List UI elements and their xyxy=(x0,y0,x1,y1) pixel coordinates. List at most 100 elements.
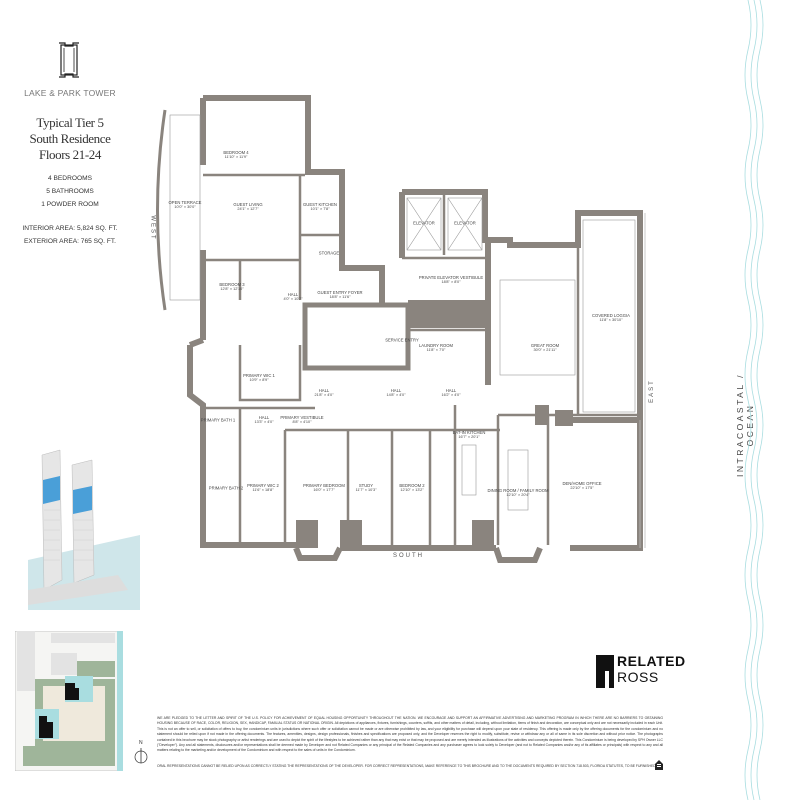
legal-disclaimer: WE ARE PLEDGED TO THE LETTER AND SPIRIT … xyxy=(157,716,663,753)
room-dimensions: 12'8" × 12'10" xyxy=(220,287,244,291)
room-name: LAUNDRY ROOM xyxy=(418,343,454,348)
room-name: PRIVATE ELEVATOR VESTIBULE xyxy=(418,275,484,280)
powder-room-count: 1 POWDER ROOM xyxy=(41,201,99,208)
room-name: BEDROOM 4 xyxy=(223,150,249,155)
related-ross-logo-mark xyxy=(596,655,614,688)
room-name: HALL xyxy=(287,292,299,297)
direction-east: EAST xyxy=(648,379,655,403)
area-summary: INTERIOR AREA: 5,824 SQ. FT. EXTERIOR AR… xyxy=(0,222,140,248)
room-name: HALL xyxy=(318,388,330,393)
room-name: EAT-IN KITCHEN xyxy=(452,430,486,435)
wall-block xyxy=(296,520,318,548)
plan-title-line: Floors 21-24 xyxy=(38,147,101,162)
room-dimensions: 10'0" × 30'0" xyxy=(174,205,196,209)
brand-monogram-icon xyxy=(59,42,79,78)
wall-block xyxy=(408,300,488,328)
room-dimensions: 21'8" × 4'0" xyxy=(314,393,334,397)
interior-wall xyxy=(402,195,580,415)
room-name: HALL xyxy=(258,415,270,420)
dining-table xyxy=(507,449,529,511)
direction-south: SOUTH xyxy=(393,553,424,559)
interior-area: INTERIOR AREA: 5,824 SQ. FT. xyxy=(22,225,118,232)
room-name: PRIMARY WIC 2 xyxy=(247,483,279,488)
room-name: HALL xyxy=(390,388,402,393)
room-label: PRIMARY BATH 1 xyxy=(201,418,235,423)
exterior-wall xyxy=(493,546,543,563)
room-dimensions: 13'3" × 4'0" xyxy=(254,420,274,424)
exterior-area: EXTERIOR AREA: 765 SQ. FT. xyxy=(24,238,116,245)
wall-block xyxy=(472,520,494,548)
room-label: STORAGE xyxy=(319,251,339,256)
room-name: BEDROOM 2 xyxy=(399,483,425,488)
plan-title: Typical Tier 5 South Residence Floors 21… xyxy=(0,115,140,163)
room-name: GUEST ENTRY FOYER xyxy=(317,290,363,295)
room-dimensions: 8'8" × 4'10" xyxy=(292,420,312,424)
north-arrow-icon: N xyxy=(134,740,148,764)
room-dimensions: 12'10" × 13'2" xyxy=(400,488,424,492)
great-room-rug xyxy=(499,279,576,376)
wall-block xyxy=(340,520,362,548)
room-dimensions: 18'8" × 11'6" xyxy=(329,295,351,299)
elevator-core-wall xyxy=(402,189,643,420)
room-dimensions: 16'0" × 17'7" xyxy=(313,488,335,492)
room-name: PRIMARY WIC 1 xyxy=(243,373,275,378)
room-dimensions: 11'8" × 7'0" xyxy=(426,348,446,352)
room-name: GREAT ROOM xyxy=(530,343,560,348)
room-name: GUEST LIVING xyxy=(233,202,263,207)
terrace-railing xyxy=(156,109,167,311)
plan-title-line: South Residence xyxy=(29,131,111,146)
water-waves-decoration xyxy=(744,0,764,800)
room-label: SERVICE ENTRY xyxy=(385,338,419,343)
room-dimensions: 11'10" × 11'9" xyxy=(224,155,248,159)
room-name: PRIMARY VESTIBULE xyxy=(280,415,324,420)
room-dimensions: 24'1" × 12'7" xyxy=(237,207,259,211)
loggia-paving xyxy=(582,219,636,413)
north-label: N xyxy=(139,740,143,746)
elevator-shaft xyxy=(447,197,483,251)
exterior-wall xyxy=(203,95,385,303)
room-dimensions: 10'1" × 7'8" xyxy=(310,207,330,211)
room-label: ELEVATOR xyxy=(454,221,476,226)
room-dimensions: 30'0" × 21'11" xyxy=(533,348,557,352)
room-dimensions: 11'6" × 18'8" xyxy=(252,488,274,492)
wall-block xyxy=(555,410,573,426)
room-name: ELEVATOR xyxy=(454,220,476,226)
room-name: PRIMARY BEDROOM xyxy=(303,483,345,488)
room-name: STUDY xyxy=(358,483,374,488)
brand-name: LAKE & PARK TOWER xyxy=(24,88,116,98)
room-dimensions: 12'10" × 20'4" xyxy=(506,493,530,497)
room-dimensions: 16'7" × 20'1" xyxy=(458,435,480,439)
room-dimensions: 16'2" × 4'0" xyxy=(441,393,461,397)
room-counts: 4 BEDROOMS 5 BATHROOMS 1 POWDER ROOM xyxy=(0,172,140,211)
room-name: COVERED LOGGIA xyxy=(592,313,630,318)
room-dimensions: 22'10" × 17'5" xyxy=(570,486,594,490)
logo-text-ross: ROSS xyxy=(617,669,659,685)
room-name: PRIMARY BATH 1 xyxy=(200,417,236,423)
exterior-wall xyxy=(187,98,296,548)
room-name: ELEVATOR xyxy=(413,220,435,226)
logo-text-related: RELATED xyxy=(617,653,686,669)
wall-block xyxy=(485,240,491,385)
key-plan-map xyxy=(15,631,123,771)
elevator-shaft xyxy=(406,197,442,251)
